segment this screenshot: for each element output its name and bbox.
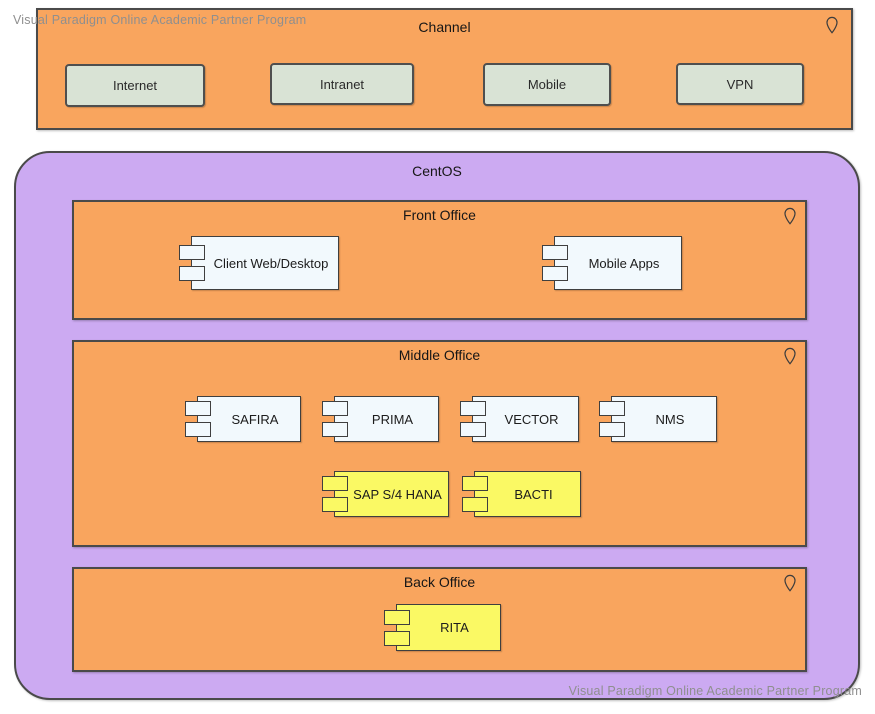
component-tab-icon: [322, 476, 348, 491]
component-label: Client Web/Desktop: [213, 255, 329, 271]
component-client-web-desktop[interactable]: Client Web/Desktop: [179, 236, 339, 290]
component-tab-icon: [462, 476, 488, 491]
middle-office-title: Middle Office: [398, 347, 481, 363]
component-label: RITA: [440, 620, 469, 635]
component-nms[interactable]: NMS: [599, 396, 717, 442]
back-office-group[interactable]: Back Office RITA: [72, 567, 807, 672]
component-tab-icon: [322, 497, 348, 512]
component-bacti[interactable]: BACTI: [462, 471, 581, 517]
component-rita[interactable]: RITA: [384, 604, 501, 651]
location-pin-icon: [784, 207, 796, 225]
component-tab-icon: [462, 497, 488, 512]
component-label: BACTI: [514, 486, 553, 502]
component-tab-icon: [384, 609, 410, 625]
component-mobile-apps[interactable]: Mobile Apps: [542, 236, 682, 290]
component-tab-icon: [542, 266, 568, 281]
node-internet[interactable]: Internet: [65, 64, 205, 107]
component-tab-icon: [542, 245, 568, 260]
channel-container[interactable]: Channel Internet Intranet Mobile VPN: [36, 8, 853, 130]
centos-title: CentOS: [412, 163, 462, 179]
channel-title: Channel: [418, 19, 471, 35]
component-label: Mobile Apps: [588, 255, 660, 271]
component-prima[interactable]: PRIMA: [322, 396, 439, 442]
component-tab-icon: [384, 630, 410, 646]
component-label: NMS: [655, 411, 685, 427]
component-tab-icon: [179, 245, 205, 260]
component-tab-icon: [460, 401, 486, 416]
component-tab-icon: [185, 401, 211, 416]
component-tab-icon: [179, 266, 205, 281]
watermark-top: Visual Paradigm Online Academic Partner …: [13, 13, 307, 27]
node-mobile[interactable]: Mobile: [483, 63, 611, 106]
component-tab-icon: [185, 422, 211, 437]
component-tab-icon: [322, 401, 348, 416]
location-pin-icon: [826, 16, 838, 34]
watermark-bottom: Visual Paradigm Online Academic Partner …: [568, 684, 862, 698]
back-office-title: Back Office: [403, 574, 476, 590]
component-tab-icon: [599, 401, 625, 416]
component-label: PRIMA: [371, 411, 414, 427]
node-intranet[interactable]: Intranet: [270, 63, 414, 105]
component-vector[interactable]: VECTOR: [460, 396, 579, 442]
front-office-group[interactable]: Front Office Client Web/Desktop Mobile A…: [72, 200, 807, 320]
component-safira[interactable]: SAFIRA: [185, 396, 301, 442]
front-office-title: Front Office: [403, 207, 476, 223]
middle-office-group[interactable]: Middle Office SAFIRA PRIMA VECTOR: [72, 340, 807, 547]
component-tab-icon: [460, 422, 486, 437]
component-sap-s4-hana[interactable]: SAP S/4 HANA: [322, 471, 449, 517]
component-label: SAP S/4 HANA: [353, 486, 442, 502]
location-pin-icon: [784, 347, 796, 365]
node-vpn[interactable]: VPN: [676, 63, 804, 105]
component-tab-icon: [599, 422, 625, 437]
centos-container[interactable]: CentOS Front Office Client Web/Desktop M…: [14, 151, 860, 700]
location-pin-icon: [784, 574, 796, 592]
component-label: SAFIRA: [231, 411, 279, 427]
component-tab-icon: [322, 422, 348, 437]
component-label: VECTOR: [504, 411, 559, 427]
